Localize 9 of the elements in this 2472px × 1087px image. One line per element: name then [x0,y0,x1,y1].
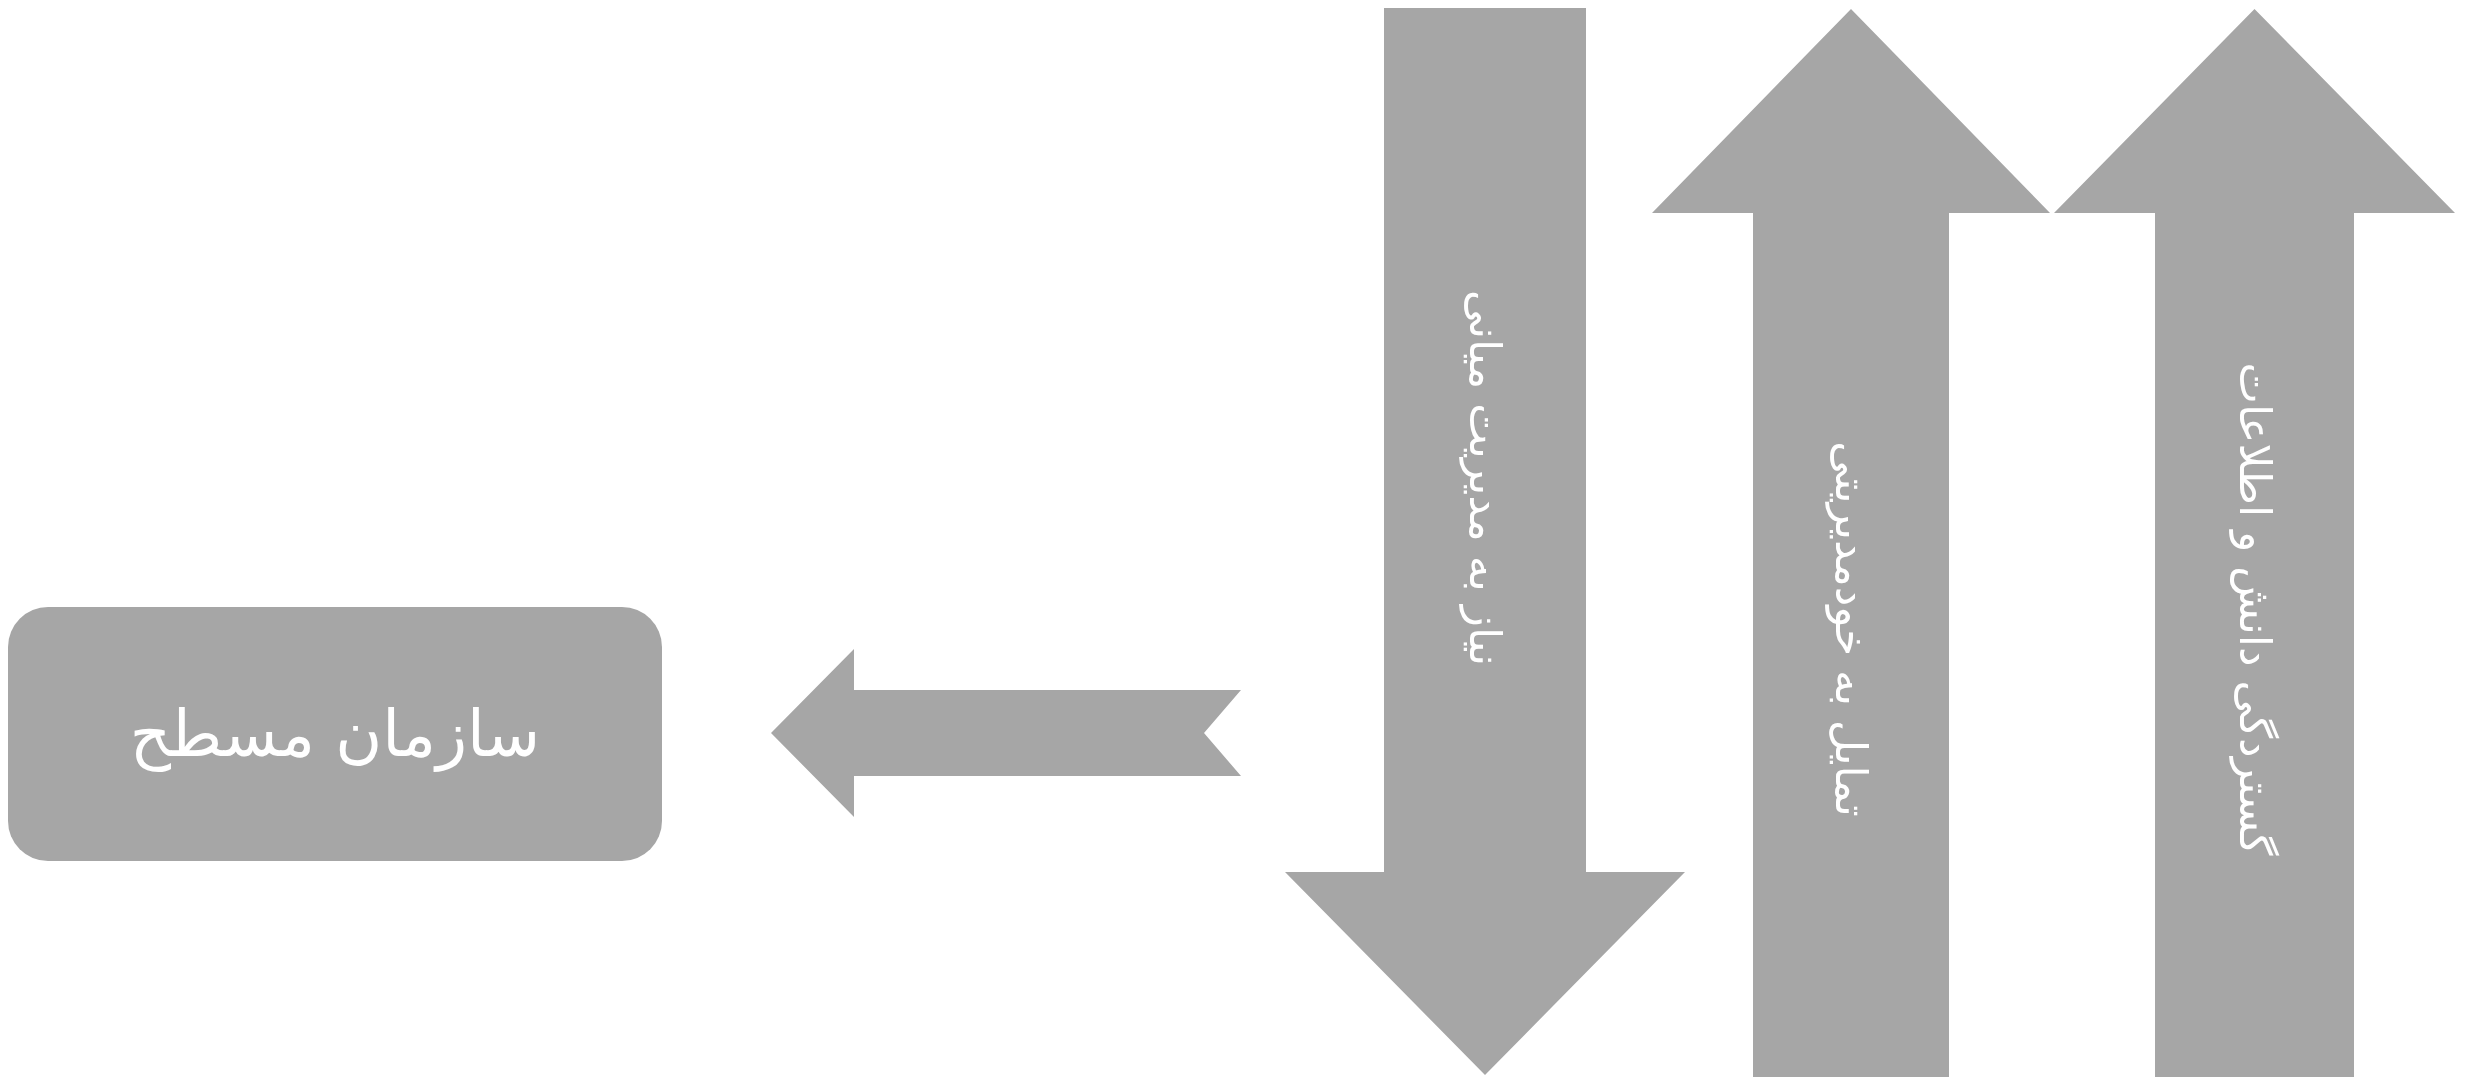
up-pointing-banner [2054,9,2455,1077]
up-pointing-banner [1652,9,2050,1077]
rounded-box [8,607,662,861]
banner-label: نیاز به مدیریت میانی [1459,290,1511,666]
down-pointing-banner [1285,8,1685,1075]
left-block-arrow [771,649,1241,817]
banner-label: تمایل به خودمدیریتی [1825,441,1877,817]
box-label: سازمان مسطح [129,697,541,771]
banner-label: گستردگی دانش و اطلاعات [2229,362,2280,856]
